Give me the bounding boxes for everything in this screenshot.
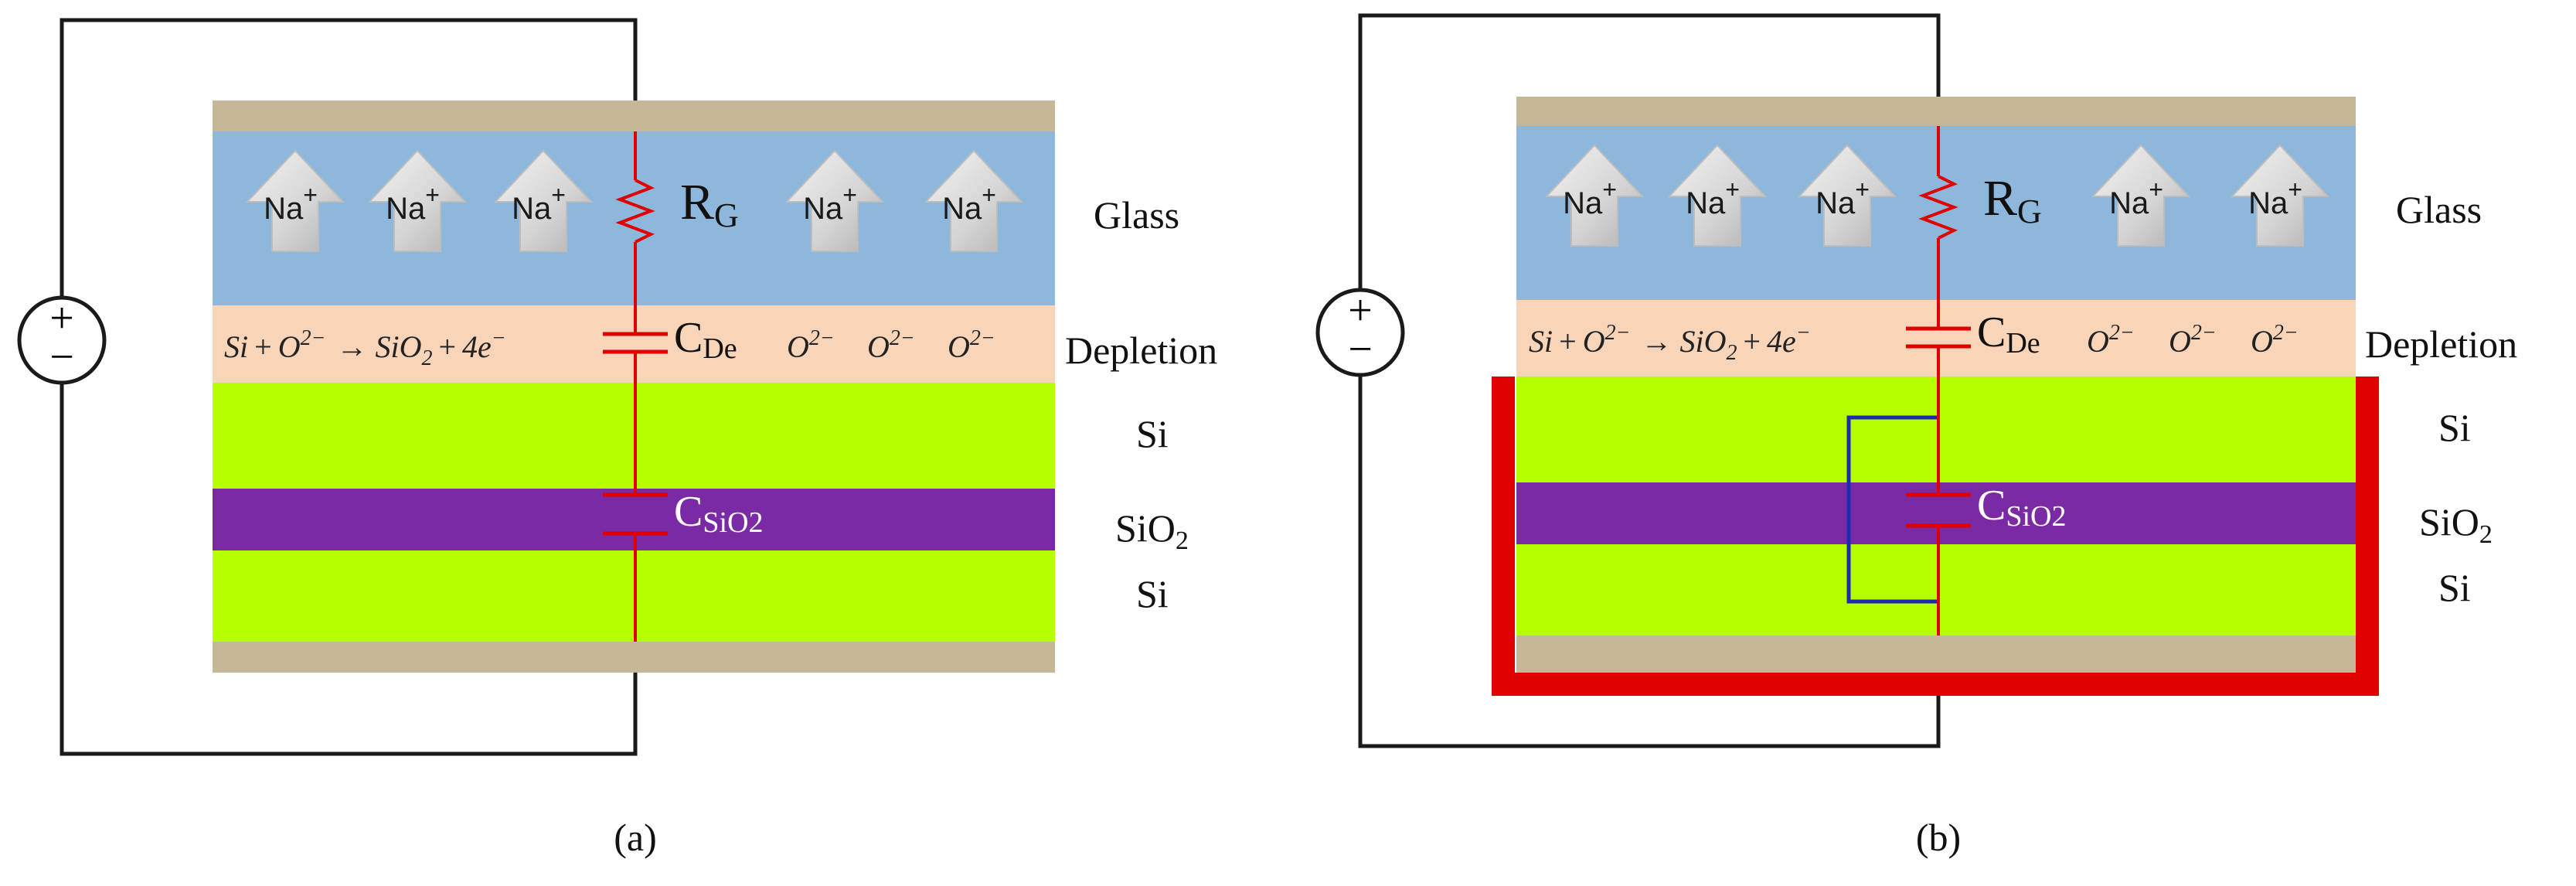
oxidation-reaction-a: Si+O2−→SiO2+4e− [224, 326, 506, 370]
oxygen-ion-label: O2− [787, 326, 835, 364]
sodium-ion: Na+ [2230, 144, 2330, 247]
oxygen-ion-label: O2− [948, 326, 995, 364]
oxygen-ion-label: O2− [867, 326, 915, 364]
sodium-ion: Na+ [367, 149, 468, 252]
svg-text:+: + [49, 295, 74, 342]
oxidation-reaction-b: Si+O2−→SiO2+4e− [1529, 321, 1811, 365]
resistor-rg-icon [615, 179, 655, 244]
circuit-wire-a [60, 18, 638, 756]
bottom-electrode [1516, 636, 2356, 673]
sodium-ion: Na+ [1544, 144, 1645, 247]
sodium-ion: Na+ [924, 149, 1024, 252]
depletion-layer [1516, 300, 2356, 377]
layer-label-glass-a: Glass [1094, 193, 1179, 237]
sodium-ion: Na+ [1797, 144, 1897, 247]
svg-text:+: + [1348, 287, 1373, 335]
panel-caption-a: (a) [614, 816, 657, 859]
dc-voltage-source-icon: + − [17, 295, 107, 385]
cap-oxide-label-b: CSiO2 [1977, 482, 2067, 533]
resistor-label-a: RG [680, 174, 739, 234]
svg-text:Na+: Na+ [2109, 175, 2163, 220]
si-layer-bottom [1516, 544, 2356, 636]
sodium-ion: Na+ [245, 149, 345, 252]
dc-voltage-source-icon: + − [1315, 287, 1405, 377]
svg-text:Na+: Na+ [803, 181, 857, 226]
cap-depletion-label-a: CDe [674, 314, 737, 365]
sodium-ion: Na+ [1667, 144, 1768, 247]
panel-caption-b: (b) [1916, 816, 1961, 859]
svg-text:Na+: Na+ [386, 181, 440, 226]
sodium-ion: Na+ [2091, 144, 2191, 247]
sio2-layer [1516, 482, 2356, 544]
svg-text:Na+: Na+ [942, 181, 996, 226]
top-electrode [1516, 97, 2356, 126]
svg-text:Na+: Na+ [264, 181, 318, 226]
svg-text:Na+: Na+ [1686, 175, 1740, 220]
layer-label-si-top-b: Si [2438, 406, 2471, 449]
svg-text:Na+: Na+ [1815, 175, 1870, 220]
bypass-path [1846, 415, 1938, 604]
bottom-electrode [213, 642, 1055, 673]
svg-text:−: − [49, 333, 74, 381]
circuit-wire-b [1358, 13, 1941, 748]
resistor-label-b: RG [1983, 170, 2042, 230]
layer-label-depletion-a: Depletion [1065, 329, 1217, 372]
svg-text:Na+: Na+ [1563, 175, 1617, 220]
svg-text:Na+: Na+ [2248, 175, 2302, 220]
svg-text:−: − [1348, 325, 1373, 373]
layer-label-si-bottom-b: Si [2438, 566, 2471, 609]
sodium-ion: Na+ [784, 149, 885, 252]
top-electrode [213, 101, 1055, 131]
si-layer-top [1516, 377, 2356, 482]
sodium-ion: Na+ [493, 149, 594, 252]
cap-oxide-label-a: CSiO2 [674, 488, 764, 539]
layer-label-depletion-b: Depletion [2365, 322, 2517, 366]
layer-label-glass-b: Glass [2396, 188, 2482, 231]
panel-b: Na+ Na+ Na+ Na+ Na+ [1315, 13, 2517, 859]
layer-label-si-bottom-a: Si [1136, 572, 1169, 615]
resistor-rg-icon [1918, 175, 1958, 240]
layer-label-sio2-b: SiO2 [2419, 500, 2493, 549]
layer-label-sio2-a: SiO2 [1115, 506, 1189, 555]
oxygen-ion-label: O2− [2169, 321, 2217, 359]
oxygen-ion-label: O2− [2251, 321, 2299, 359]
oxygen-ion-label: O2− [2087, 321, 2135, 359]
cap-depletion-label-b: CDe [1977, 308, 2040, 360]
panel-a: Na+ Na+ Na+ Na+ Na+ + [17, 18, 1217, 859]
svg-text:Na+: Na+ [512, 181, 566, 226]
layer-label-si-top-a: Si [1136, 412, 1169, 455]
